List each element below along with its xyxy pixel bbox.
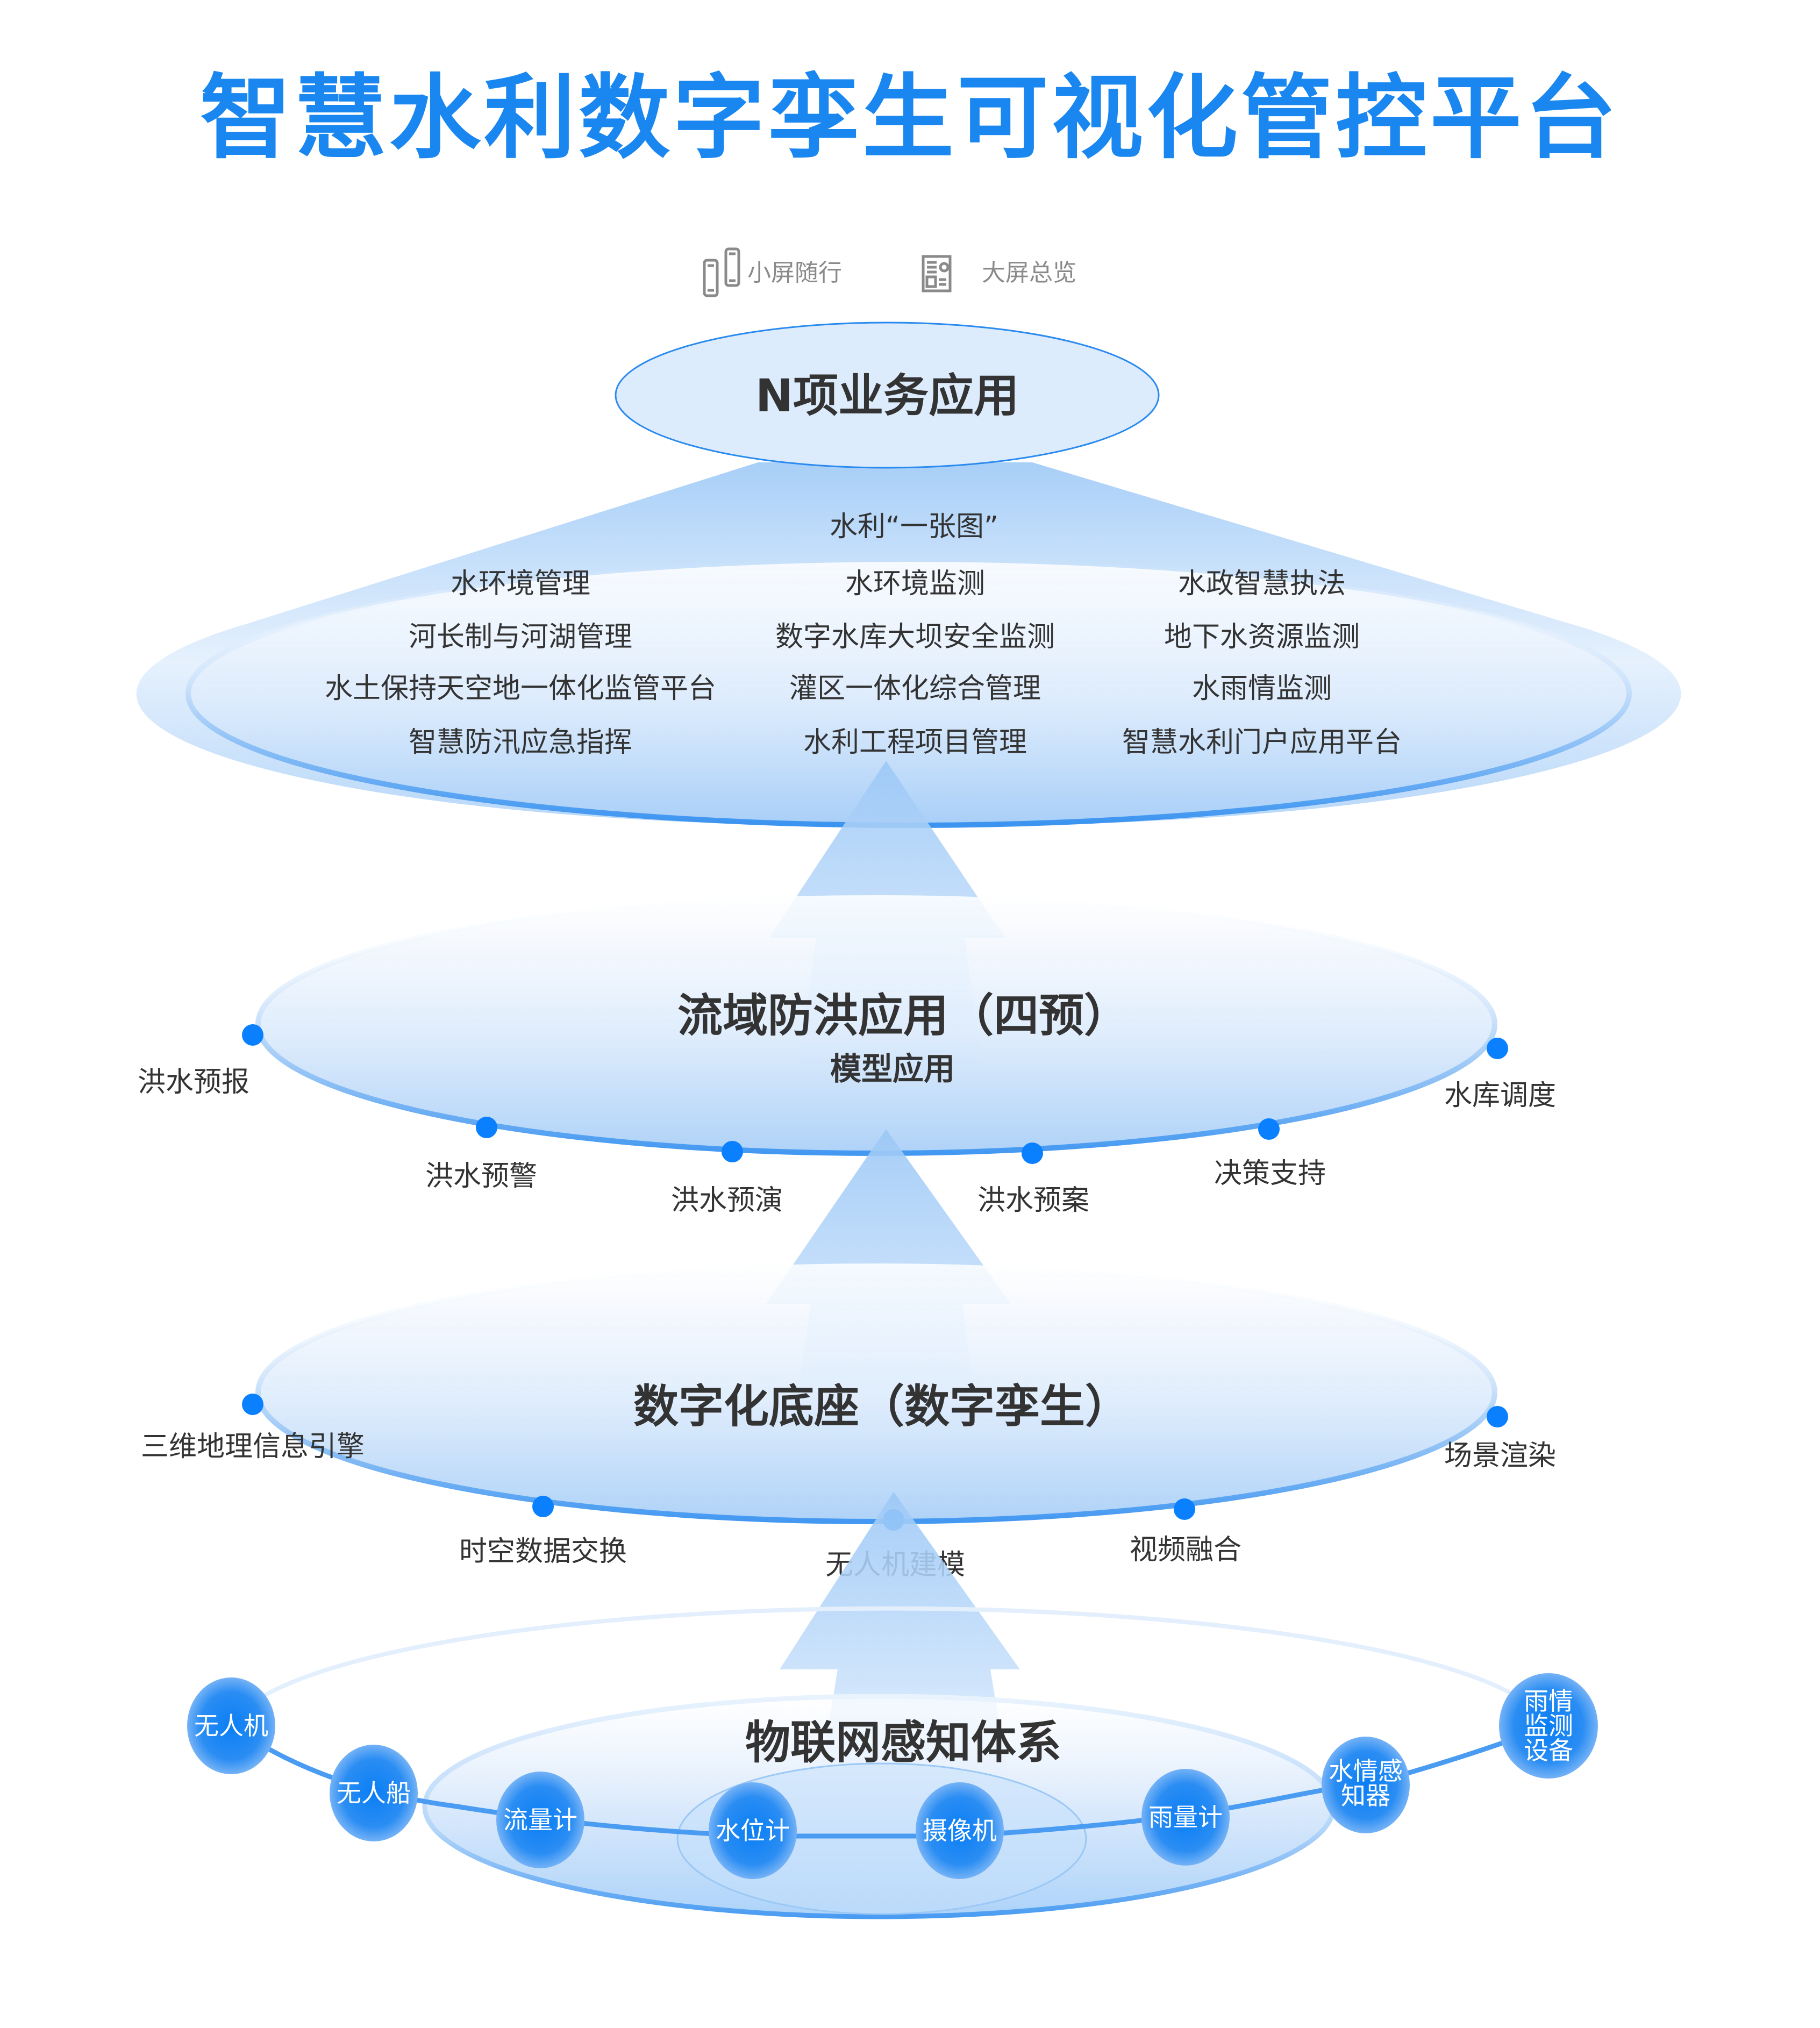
device-node[interactable]: 水情感知器 (1322, 1737, 1410, 1833)
app-item[interactable]: 数字水库大坝安全监测 (775, 621, 1055, 653)
node-label[interactable]: 决策支持 (1214, 1158, 1326, 1190)
device-node[interactable]: 水位计 (709, 1782, 797, 1879)
node-label[interactable]: 洪水预报 (138, 1066, 249, 1098)
node-label[interactable]: 洪水预警 (425, 1160, 537, 1192)
device-label: 水情感知器 (1329, 1756, 1403, 1810)
device-circle (330, 1745, 418, 1841)
device-circle (709, 1782, 797, 1879)
applications-title: N项业务应用 (755, 369, 1019, 422)
node-label[interactable]: 三维地理信息引擎 (141, 1431, 365, 1463)
node-label[interactable]: 时空数据交换 (459, 1536, 627, 1568)
device-circle (1141, 1769, 1230, 1866)
node-label[interactable]: 洪水预案 (977, 1184, 1089, 1217)
app-item[interactable]: 水利“一张图” (830, 511, 998, 543)
digital-base-layer: 数字化底座（数字孪生） 三维地理信息引擎 时空数据交换 无人机建模 视频融合 场… (141, 1261, 1556, 1581)
node-dot (242, 1024, 263, 1046)
app-item[interactable]: 地下水资源监测 (1164, 621, 1360, 653)
node-dot (1487, 1038, 1508, 1059)
node-dot (1487, 1406, 1508, 1427)
applications-list: 水利“一张图” 水环境管理 水环境监测 水政智慧执法 河长制与河湖管理 数字水库… (325, 511, 1402, 759)
device-orbit (229, 1606, 1551, 1727)
app-item[interactable]: 水利工程项目管理 (803, 726, 1027, 759)
device-node[interactable]: 无人船 (330, 1745, 418, 1841)
node-label[interactable]: 水库调度 (1444, 1080, 1556, 1112)
legend-mobile: 小屏随行 (703, 247, 842, 297)
device-circle (1499, 1673, 1598, 1779)
device-label: 流量计 (503, 1805, 577, 1834)
node-label[interactable]: 洪水预演 (671, 1184, 783, 1217)
page-title: 智慧水利数字孪生可视化管控平台 (200, 65, 1619, 172)
digital-base-title: 数字化底座（数字孪生） (633, 1380, 1130, 1433)
device-circle (187, 1677, 275, 1774)
app-item[interactable]: 水雨情监测 (1192, 673, 1332, 705)
mobile-phones-icon (703, 247, 740, 297)
app-item[interactable]: 水环境监测 (845, 568, 985, 600)
iot-layer: 物联网感知体系 无人机 无人船 流量计 水位计 摄像机 雨量计 水情感知器 (187, 1606, 1598, 1919)
device-label: 无人船 (337, 1779, 411, 1808)
app-item[interactable]: 智慧水利门户应用平台 (1122, 726, 1402, 759)
node-dot (1174, 1498, 1195, 1520)
node-dot (476, 1117, 497, 1138)
flood-control-title: 流域防洪应用（四预） (677, 989, 1129, 1042)
node-dot (722, 1141, 743, 1162)
node-label[interactable]: 场景渲染 (1444, 1440, 1556, 1472)
device-label: 雨量计 (1148, 1803, 1223, 1832)
flood-control-layer: 流域防洪应用（四预） 模型应用 洪水预报 洪水预警 洪水预演 洪水预案 决策支持… (138, 892, 1556, 1217)
app-item[interactable]: 河长制与河湖管理 (409, 621, 632, 653)
app-item[interactable]: 水环境管理 (451, 568, 590, 600)
device-circle (496, 1772, 584, 1868)
device-node[interactable]: 雨情监测设备 (1499, 1673, 1598, 1779)
node-label[interactable]: 视频融合 (1130, 1534, 1241, 1566)
device-circle (916, 1782, 1004, 1879)
device-circle (1322, 1737, 1410, 1833)
device-node[interactable]: 雨量计 (1141, 1769, 1230, 1866)
device-label: 无人机 (194, 1711, 268, 1740)
applications-layer: N项业务应用 水利“一张图” 水环境管理 水环境监测 水政智慧执法 河长制与河湖… (136, 322, 1681, 828)
device-label: 水位计 (716, 1816, 790, 1845)
node-dot (242, 1394, 263, 1415)
legend-bigscreen: 大屏总览 (922, 255, 1076, 292)
dashboard-screen-icon (922, 255, 952, 292)
device-label: 摄像机 (923, 1816, 997, 1845)
node-dot (532, 1496, 554, 1517)
app-item[interactable]: 水政智慧执法 (1178, 568, 1346, 600)
device-label: 雨情监测设备 (1524, 1687, 1573, 1765)
flood-control-subtitle: 模型应用 (830, 1051, 955, 1087)
iot-title: 物联网感知体系 (745, 1716, 1061, 1769)
app-item[interactable]: 水土保持天空地一体化监管平台 (325, 673, 716, 705)
legend-label-mobile: 小屏随行 (747, 259, 842, 287)
legend-label-bigscreen: 大屏总览 (982, 259, 1076, 287)
app-item[interactable]: 智慧防汛应急指挥 (409, 726, 632, 759)
device-node[interactable]: 摄像机 (916, 1782, 1004, 1879)
applications-title-ellipse (615, 322, 1160, 469)
app-item[interactable]: 灌区一体化综合管理 (789, 673, 1041, 705)
node-dot (1258, 1118, 1280, 1140)
node-dot (1022, 1142, 1043, 1164)
device-node[interactable]: 无人机 (187, 1677, 275, 1774)
device-node[interactable]: 流量计 (496, 1772, 584, 1868)
